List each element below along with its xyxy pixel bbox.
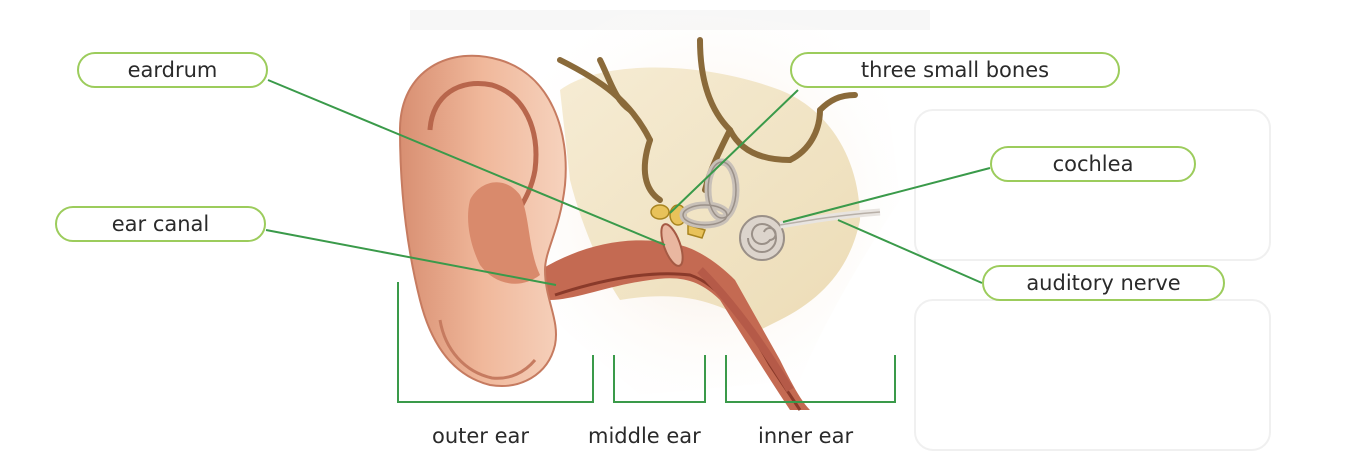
label-auditory-nerve: auditory nerve — [982, 265, 1225, 301]
label-three-small-bones: three small bones — [790, 52, 1120, 88]
cochlea-spiral — [740, 216, 784, 260]
section-label-inner-ear: inner ear — [758, 424, 853, 448]
section-label-middle-ear: middle ear — [588, 424, 701, 448]
section-label-outer-ear: outer ear — [432, 424, 529, 448]
label-three-small-bones-text: three small bones — [861, 58, 1049, 82]
background-panel — [915, 110, 1270, 260]
label-eardrum-text: eardrum — [128, 58, 218, 82]
label-auditory-nerve-text: auditory nerve — [1026, 271, 1180, 295]
label-ear-canal-text: ear canal — [112, 212, 210, 236]
label-ear-canal: ear canal — [55, 206, 266, 242]
background-panel — [915, 300, 1270, 450]
label-cochlea-text: cochlea — [1053, 152, 1134, 176]
label-eardrum: eardrum — [77, 52, 268, 88]
label-cochlea: cochlea — [990, 146, 1196, 182]
